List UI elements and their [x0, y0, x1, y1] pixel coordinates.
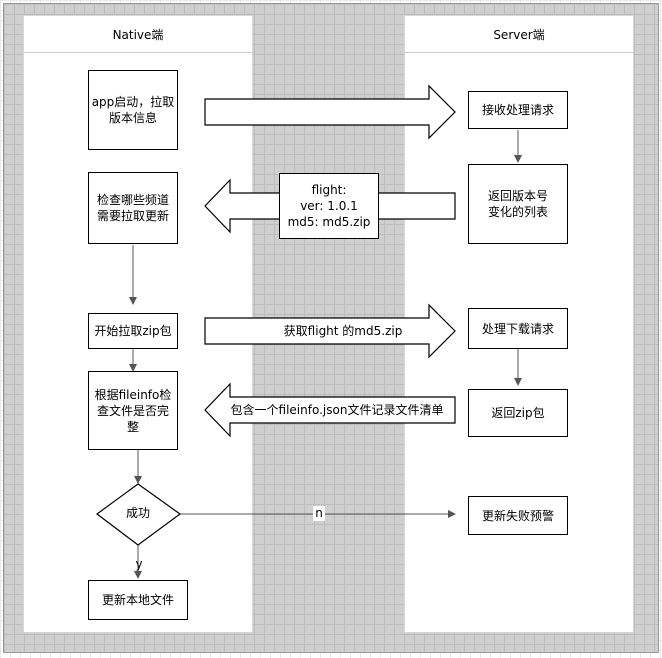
- fetch-zip-label: 获取flight 的md5.zip: [283, 324, 403, 338]
- block-arrow-request-version: [204, 84, 456, 140]
- step-check-channels: 检查哪些频道 需要拉取更新: [88, 172, 178, 244]
- step-handle-download: 处理下载请求: [468, 308, 568, 349]
- block-arrow-return-zip: [204, 382, 456, 438]
- version-payload-box: flight: ver: 1.0.1 md5: md5.zip: [279, 173, 379, 239]
- server-lane-title: Server端: [405, 16, 633, 53]
- step-app-start: app启动，拉取 版本信息: [88, 70, 178, 150]
- step-update-fail-alert: 更新失败预警: [468, 496, 568, 535]
- decision-diamond: [95, 483, 182, 546]
- block-arrow-fetch-zip: [204, 303, 456, 359]
- step-return-zip: 返回zip包: [468, 389, 568, 437]
- step-pull-zip: 开始拉取zip包: [88, 313, 178, 349]
- step-receive-request: 接收处理请求: [468, 91, 568, 129]
- step-update-local: 更新本地文件: [88, 580, 188, 620]
- yes-branch-label: y: [135, 557, 143, 571]
- step-verify-files: 根据fileinfo检 查文件是否完 整: [88, 371, 178, 450]
- decision-label: 成功: [125, 506, 150, 520]
- native-lane-title: Native端: [24, 16, 252, 53]
- no-branch-label: n: [313, 506, 325, 521]
- zip-contents-label: 包含一个fileinfo.json文件记录文件清单: [230, 403, 444, 417]
- step-return-version-list: 返回版本号 变化的列表: [468, 164, 568, 244]
